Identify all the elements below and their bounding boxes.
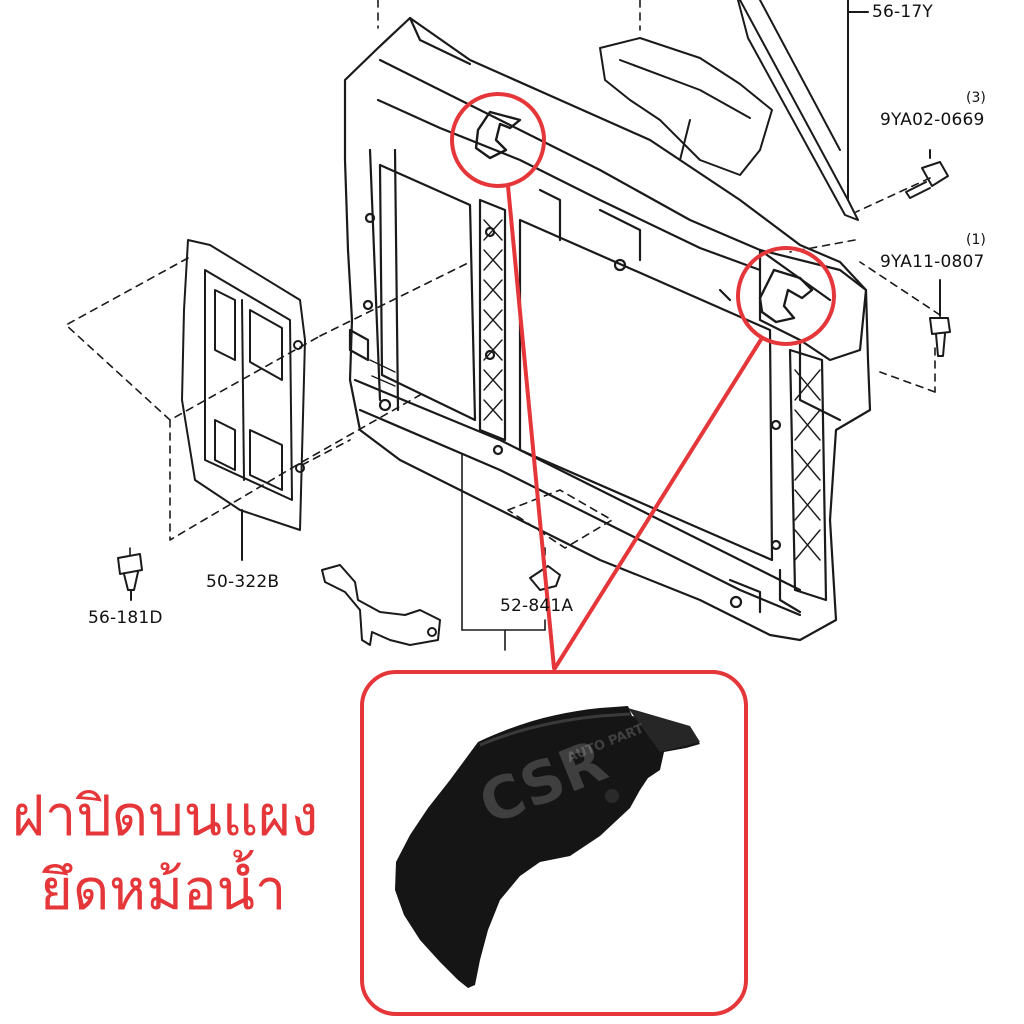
bracket-part [321,564,441,646]
part-56-181D-fastener [117,553,143,601]
qty-9YA11-0807: (1) [966,232,986,248]
label-56-181D: 56-181D [88,608,163,628]
leader-lines [65,0,941,571]
caption-line-1: ฝาปิดบนแผง [12,784,319,849]
caption-line-2: ยึดหม้อน้ำ [40,858,287,923]
bolt-9YA11-0807 [929,279,951,357]
label-52-841A: 52-841A [500,596,574,616]
bolt-9YA02-0669 [905,149,949,199]
label-9YA11-0807: 9YA11-0807 [880,252,985,272]
highlight-circles [450,92,836,346]
label-50-322B: 50-322B [206,572,280,592]
radiator-support-frame [343,16,872,642]
label-9YA02-0669: 9YA02-0669 [880,110,985,130]
highlight-connectors [506,184,764,670]
part-50-322B-panel [181,239,306,561]
qty-9YA02-0669: (3) [966,90,986,106]
duct-part [599,37,773,176]
hook-right [758,268,814,324]
part-56-17Y-panel [737,0,869,221]
bracket-leader [461,454,546,651]
label-56-17Y: 56-17Y [872,2,933,22]
radiator-cover-part-photo [395,706,700,988]
hook-left [474,110,522,160]
